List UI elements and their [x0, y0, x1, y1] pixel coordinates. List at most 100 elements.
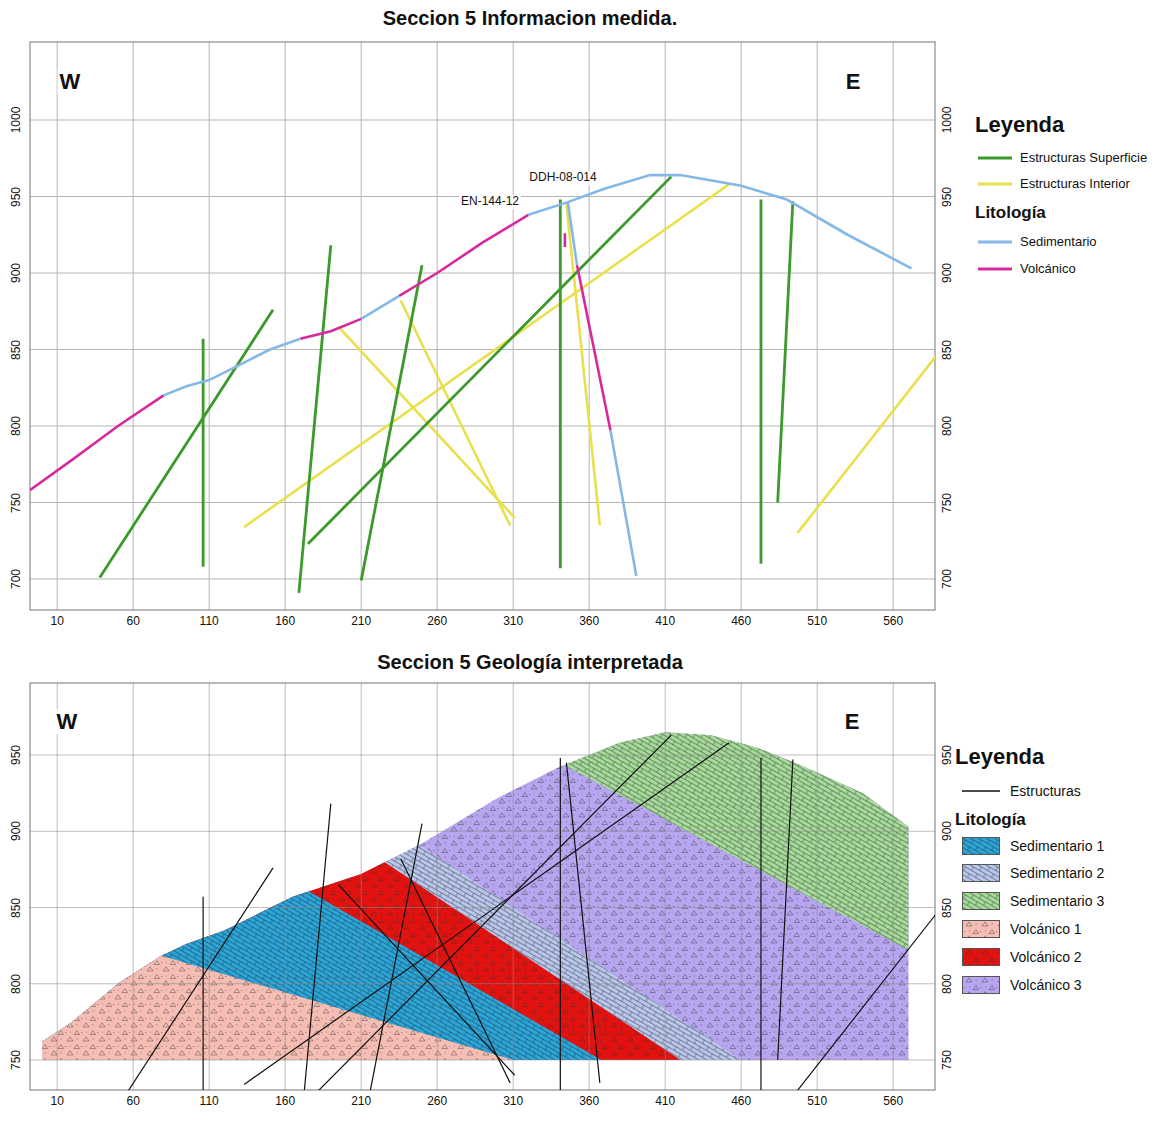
compass-label: W — [58, 69, 83, 94]
grid-line — [741, 42, 742, 610]
fault-line — [299, 804, 331, 1090]
axis-tick-label: 210 — [351, 615, 371, 629]
axis-tick-label: 800 — [941, 974, 955, 994]
axis-tick-label: 410 — [655, 615, 675, 629]
axis-tick-label: 510 — [807, 615, 827, 629]
legend-line-sample — [978, 183, 1012, 186]
axis-tick-label: 560 — [883, 1095, 903, 1109]
legend-swatch — [962, 920, 1000, 938]
axis-tick-label: 850 — [941, 897, 955, 917]
compass-label: E — [844, 69, 863, 94]
swatch-hatch — [963, 838, 1000, 855]
legend-text: Sedimentario — [1020, 235, 1097, 250]
grid-line — [513, 42, 514, 610]
drillhole-trace — [564, 233, 567, 247]
grid-line — [133, 683, 134, 1090]
legend-text: Estructuras Superficie — [1020, 151, 1147, 166]
volcanic-1-unit-hatch — [0, 898, 1030, 1139]
interior-structure — [401, 301, 510, 526]
grid-line — [817, 42, 818, 610]
surface-structure — [559, 200, 562, 569]
legend-swatch — [962, 892, 1000, 910]
legend-heading: Leyenda — [975, 112, 1064, 137]
grid-line — [57, 683, 58, 1090]
grid-line — [30, 502, 935, 503]
grid-line — [30, 755, 935, 756]
axis-tick-label: 160 — [275, 1095, 295, 1109]
surface-structure — [760, 200, 763, 564]
surface-structure — [299, 245, 331, 592]
axis-tick-label: 950 — [10, 745, 24, 765]
surface-structure — [308, 177, 671, 544]
legend-swatch — [962, 976, 1000, 994]
axis-tick-label: 60 — [127, 615, 140, 629]
grid-line — [741, 683, 742, 1090]
swatch-hatch-fill — [963, 893, 1000, 910]
grid-line — [361, 683, 362, 1090]
grid-line — [30, 120, 935, 121]
swatch-hatch — [963, 921, 1000, 938]
surface-structure — [202, 339, 205, 567]
legend-line-sample — [978, 268, 1012, 271]
grid-line — [361, 42, 362, 610]
axis-tick-label: 850 — [10, 339, 24, 359]
legend-text: Sedimentario 1 — [1010, 838, 1104, 854]
interior-structure — [244, 184, 729, 527]
legend-text: Volcánico 2 — [1010, 949, 1082, 965]
axis-tick-label: 700 — [10, 569, 24, 589]
legend-text: Volcánico 1 — [1010, 921, 1082, 937]
axis-tick-label: 60 — [127, 1095, 140, 1109]
legend-lines — [962, 158, 1012, 791]
grid-line — [513, 683, 514, 1090]
grid-line — [209, 42, 210, 610]
legend-line-sample — [978, 241, 1012, 244]
axis-tick-label: 900 — [941, 821, 955, 841]
grid-line — [30, 349, 935, 350]
grid-line — [285, 42, 286, 610]
topography-lithology — [399, 215, 528, 296]
fault-line — [244, 743, 729, 1085]
surface-structure — [361, 265, 422, 580]
axis-tick-label: 800 — [941, 416, 955, 436]
axis-tick-label: 800 — [10, 416, 24, 436]
grid-line — [57, 42, 58, 610]
section-title: Seccion 5 Geología interpretada — [377, 651, 683, 674]
legend-swatch — [962, 864, 1000, 882]
axis-tick-label: 750 — [941, 1050, 955, 1070]
legend-text: Estructuras Interior — [1020, 177, 1130, 192]
axis-tick-label: 850 — [10, 897, 24, 917]
axis-tick-label: 10 — [51, 1095, 64, 1109]
fault-line — [797, 911, 935, 1090]
drillhole-label: EN-144-12 — [459, 195, 521, 209]
grid-line — [665, 42, 666, 610]
axis-tick-label: 700 — [941, 569, 955, 589]
compass-label: W — [55, 709, 80, 734]
legend-line-sample — [962, 790, 1000, 792]
axis-tick-label: 160 — [275, 615, 295, 629]
section-title: Seccion 5 Informacion medida. — [383, 7, 678, 30]
topography-lithology — [164, 339, 301, 396]
surface-structure — [100, 310, 273, 578]
swatch-hatch-fill — [963, 865, 1000, 882]
drillhole-trace — [568, 203, 577, 266]
axis-tick-label: 850 — [941, 339, 955, 359]
legend-subheading: Litología — [955, 810, 1026, 830]
grid-line — [665, 683, 666, 1090]
swatch-hatch — [963, 865, 1000, 882]
legend-heading: Leyenda — [955, 744, 1044, 769]
grid-line — [30, 426, 935, 427]
swatch-hatch-fill — [963, 921, 1000, 938]
legend-swatch — [962, 837, 1000, 855]
axis-tick-label: 410 — [655, 1095, 675, 1109]
axis-tick-label: 1000 — [10, 107, 24, 134]
axis-tick-label: 510 — [807, 1095, 827, 1109]
legend-text: Volcánico 3 — [1010, 977, 1082, 993]
axis-tick-label: 900 — [10, 821, 24, 841]
swatch-hatch — [963, 949, 1000, 966]
axis-tick-label: 310 — [503, 1095, 523, 1109]
legend-text: Sedimentario 2 — [1010, 865, 1104, 881]
fault-line — [361, 824, 422, 1090]
compass-label: E — [843, 709, 862, 734]
plot-frame — [30, 42, 935, 610]
